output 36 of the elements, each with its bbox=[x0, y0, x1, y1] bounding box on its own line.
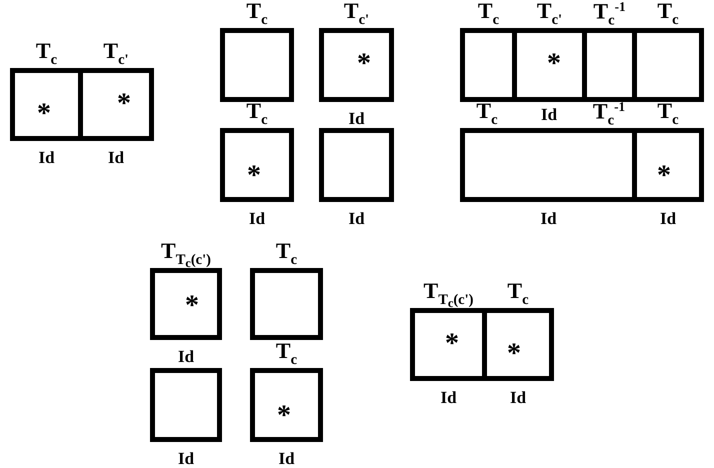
asterisk-mark: * bbox=[277, 406, 291, 417]
top-label: T$_{c}$ bbox=[36, 40, 58, 68]
top-label: T$_{c}$ bbox=[478, 0, 500, 28]
bottom-label: Id bbox=[348, 210, 365, 227]
asterisk-mark: * bbox=[357, 54, 371, 65]
top-label: T$_{c'}$ bbox=[536, 0, 562, 28]
top-label: T$_{c}$ bbox=[657, 0, 679, 28]
bottom-label: Id bbox=[178, 450, 194, 467]
top-label: T$_{c}$ bbox=[476, 100, 498, 128]
bottom-label: Id bbox=[278, 450, 295, 467]
asterisk-mark: * bbox=[37, 104, 51, 115]
top-label: T$_{c'}$ bbox=[103, 40, 129, 68]
asterisk-mark: * bbox=[185, 296, 199, 307]
bottom-label: Id bbox=[178, 348, 194, 365]
top-label: T$_{c'}$ bbox=[344, 0, 370, 28]
asterisk-mark: * bbox=[247, 166, 261, 177]
bottom-label: Id bbox=[108, 149, 124, 166]
bottom-label: Id bbox=[38, 149, 55, 166]
bottom-label: Id bbox=[510, 389, 526, 406]
asterisk-mark: * bbox=[507, 344, 521, 355]
bottom-label: Id bbox=[440, 389, 457, 406]
top-label: T$_{c}$ bbox=[507, 280, 529, 308]
bottom-label: Id bbox=[348, 110, 365, 127]
asterisk-mark: * bbox=[657, 166, 671, 177]
bottom-label: Id bbox=[248, 210, 266, 227]
top-label: T$_{c}$ bbox=[246, 0, 268, 28]
top-label: T$_{c}$ bbox=[657, 100, 679, 128]
asterisk-mark: * bbox=[117, 94, 131, 105]
top-label: Id bbox=[540, 106, 558, 123]
top-label: T$_{c}$ bbox=[276, 340, 298, 368]
top-label: T$_{c}$ bbox=[246, 100, 268, 128]
asterisk-mark: * bbox=[445, 334, 459, 345]
bottom-label: Id bbox=[660, 210, 676, 227]
bottom-label: Id bbox=[540, 210, 557, 227]
top-label: T$_{c}$ bbox=[276, 240, 298, 268]
asterisk-mark: * bbox=[547, 54, 561, 65]
